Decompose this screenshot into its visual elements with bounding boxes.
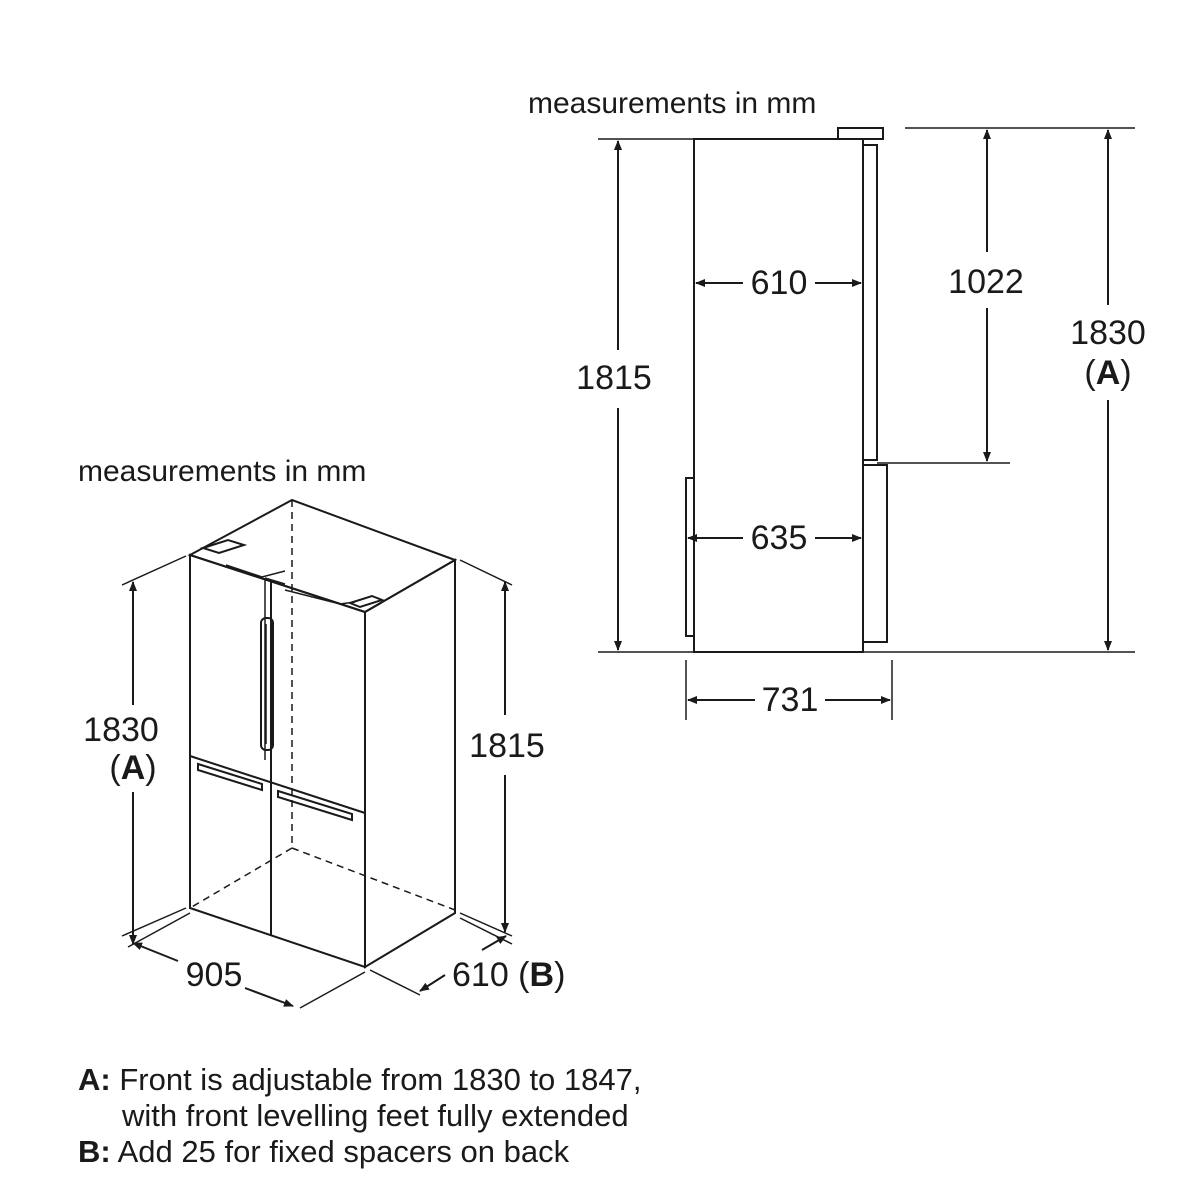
dim-label-iso-depth: 610 (B): [452, 956, 565, 994]
ext-line-front-top: [121, 555, 187, 586]
ext-line-back-top: [459, 559, 513, 586]
dim-marker-a-iso: (A): [109, 749, 156, 787]
side-view-header: measurements in mm: [528, 87, 816, 120]
footnote-a-line-1: A: Front is adjustable from 1830 to 1847…: [78, 1062, 642, 1098]
hidden-bottom-back-edge: [291, 847, 456, 911]
lower-handle-profile: [685, 477, 694, 637]
side-view: measurements in mm 1815 1022 1830 (A): [528, 87, 1146, 720]
lower-door-profile: [863, 464, 888, 643]
dim-arrow-iso-610-back: [481, 935, 507, 951]
right-drawer-handle: [277, 789, 353, 822]
dim-label-height-body: 1815: [576, 359, 652, 397]
ext-line-depth-front: [369, 969, 421, 996]
footnote-a-text-1: Front is adjustable from 1830 to 1847,: [119, 1062, 642, 1097]
dim-arrow-905-right: [244, 987, 294, 1007]
footnotes: A: Front is adjustable from 1830 to 1847…: [78, 1062, 642, 1170]
left-drawer-handle: [197, 762, 263, 792]
door-horizontal-split: [189, 755, 366, 814]
dim-label-depth-upper: 610: [751, 264, 808, 302]
dim-label-iso-height-front: 1830: [83, 711, 159, 749]
footnote-b-line-1: B: Add 25 for fixed spacers on back: [78, 1134, 642, 1170]
dim-marker-a-side: (A): [1084, 354, 1131, 392]
upper-door-profile: [862, 139, 878, 461]
footnote-a-label: A:: [78, 1062, 111, 1097]
upper-door-top-gap: [264, 577, 286, 585]
upper-door-top-lip-left: [225, 564, 286, 578]
footnote-b-label: B:: [78, 1134, 111, 1169]
dim-label-height-total: 1830: [1070, 314, 1146, 352]
dim-arrow-iso-610-front: [419, 974, 446, 992]
dim-label-iso-height-back: 1815: [469, 727, 545, 765]
iso-top-face: [187, 498, 458, 614]
iso-view: measurements in mm: [78, 455, 565, 1009]
footnote-a-text-2: with front levelling feet fully extended: [122, 1098, 629, 1133]
dim-label-iso-width: 905: [186, 956, 243, 994]
dim-arrow-905-left: [132, 942, 179, 962]
iso-front-face: [189, 553, 366, 969]
ext-line-width-left: [127, 912, 191, 948]
upper-door-top-lip-right: [284, 589, 356, 605]
footnote-b-text-1: Add 25 for fixed spacers on back: [117, 1134, 570, 1169]
vertical-door-handle: [260, 617, 274, 751]
hinge-top-right: [347, 594, 385, 609]
hidden-bottom-left-edge: [189, 847, 293, 909]
ext-line-width-right: [299, 971, 366, 1009]
iso-side-face: [364, 558, 456, 969]
ext-line-front-bottom: [121, 907, 187, 937]
side-body-outline: [693, 138, 864, 653]
hinge-top-left: [199, 538, 248, 555]
dim-label-height-upper-door: 1022: [948, 263, 1024, 301]
dim-label-depth-lower: 635: [751, 519, 808, 557]
dim-label-depth-door-open: 731: [762, 681, 819, 719]
iso-view-header: measurements in mm: [78, 455, 366, 488]
footnote-a-line-2: with front levelling feet fully extended: [78, 1098, 642, 1134]
top-hinge: [837, 127, 884, 140]
